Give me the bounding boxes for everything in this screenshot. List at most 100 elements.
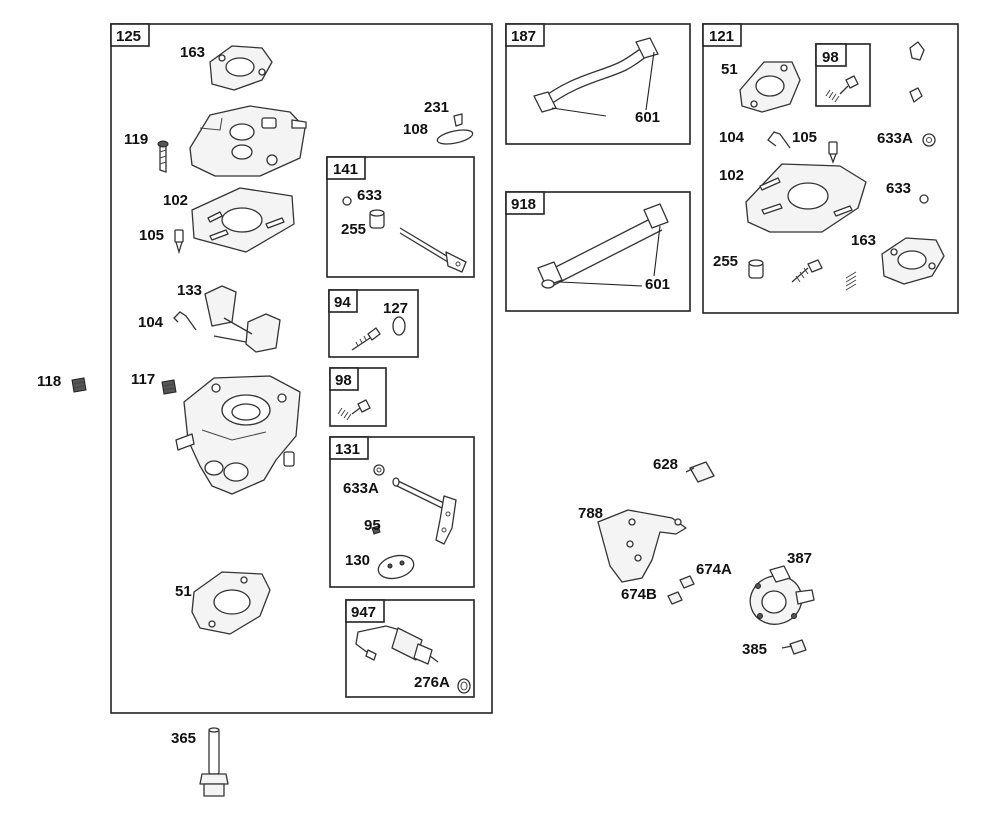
group-131-number: 131 — [335, 441, 360, 458]
label-633A-right: 633A — [877, 130, 913, 147]
label-163-right: 163 — [851, 232, 876, 249]
label-387: 387 — [787, 550, 812, 567]
label-628: 628 — [653, 456, 678, 473]
part-108-plate[interactable]: 108 — [403, 121, 474, 147]
part-spring-right[interactable] — [845, 271, 857, 291]
group-98-right-tag — [815, 43, 847, 67]
part-104-pin[interactable]: 104 — [138, 311, 197, 331]
label-231: 231 — [424, 99, 449, 116]
label-102-right: 102 — [719, 167, 744, 184]
group-187-frame — [505, 23, 691, 145]
group-187-tag — [505, 23, 545, 47]
label-674A: 674A — [696, 561, 732, 578]
group-98-left-number: 98 — [335, 372, 352, 389]
part-95-screw[interactable]: 95 — [364, 517, 381, 535]
group-98-right: 98 — [815, 43, 871, 107]
group-125-tag — [110, 23, 150, 47]
part-947-fuel-solenoid[interactable] — [355, 625, 439, 665]
group-131-frame — [329, 436, 475, 588]
group-131: 131 — [329, 436, 475, 588]
part-633-washer-right[interactable]: 633 — [886, 180, 929, 204]
part-276A-o-ring[interactable]: 276A — [414, 674, 471, 694]
part-104-pin-right[interactable]: 104 — [719, 129, 791, 149]
part-231-screw[interactable]: 231 — [424, 99, 463, 127]
part-98-screw-spring-left[interactable] — [337, 399, 371, 421]
part-918-fuel-line-straight[interactable]: 601 — [537, 203, 670, 293]
group-94-frame — [328, 289, 419, 358]
label-127: 127 — [383, 300, 408, 317]
part-105-needle-right[interactable]: 105 — [792, 129, 838, 164]
part-94-mixture-screw[interactable] — [351, 327, 381, 351]
part-633-washer-141[interactable]: 633 — [342, 187, 382, 206]
part-628-bolt[interactable]: 628 — [653, 456, 715, 483]
label-601-918: 601 — [645, 276, 670, 293]
part-clip-upper-right[interactable] — [909, 41, 925, 103]
label-133: 133 — [177, 282, 202, 299]
group-141-number: 141 — [333, 161, 358, 178]
group-141-tag — [326, 156, 366, 180]
group-131-tag — [329, 436, 369, 460]
group-918-number: 918 — [511, 196, 536, 213]
part-51-gasket-left[interactable]: 51 — [175, 571, 271, 635]
group-121: 121 — [702, 23, 959, 314]
group-125-number: 125 — [116, 28, 141, 45]
part-365-bolt[interactable]: 365 — [171, 727, 229, 797]
part-133-float[interactable]: 133 — [177, 282, 281, 353]
group-141: 141 — [326, 156, 475, 278]
part-choke-shaft-131[interactable] — [392, 477, 457, 545]
label-108: 108 — [403, 121, 428, 138]
part-105-needle[interactable]: 105 — [139, 227, 184, 255]
part-255-bushing-141[interactable]: 255 — [341, 209, 385, 238]
label-633-right: 633 — [886, 180, 911, 197]
group-187: 187 — [505, 23, 691, 145]
group-94-tag — [328, 289, 358, 313]
part-674B-screw[interactable]: 674B — [621, 586, 683, 605]
group-125-frame — [110, 23, 493, 714]
group-121-number: 121 — [709, 28, 734, 45]
group-98-left-tag — [329, 367, 359, 391]
part-633A-washer-131[interactable]: 633A — [343, 464, 385, 497]
part-102-gasket-right[interactable]: 102 — [719, 163, 867, 233]
part-163-gasket-top[interactable]: 163 — [180, 44, 273, 91]
part-51-gasket-right[interactable]: 51 — [721, 61, 801, 113]
part-674A-screw[interactable]: 674A — [679, 561, 732, 589]
part-throttle-shaft-141[interactable] — [399, 227, 467, 273]
group-125: 125 — [110, 23, 493, 714]
part-255-bushing-right[interactable]: 255 — [713, 253, 764, 279]
label-385: 385 — [742, 641, 767, 658]
label-51-right: 51 — [721, 61, 738, 78]
label-118: 118 — [37, 373, 61, 390]
group-918-frame — [505, 191, 691, 312]
group-947: 947 — [345, 599, 475, 698]
part-387-fuel-pump[interactable]: 387 — [743, 550, 815, 631]
part-130-choke-plate[interactable]: 130 — [345, 552, 416, 582]
part-118-plug[interactable]: 118 — [37, 373, 87, 393]
label-788: 788 — [578, 505, 603, 522]
part-98-screw-spring-right[interactable] — [825, 75, 859, 103]
label-104-right: 104 — [719, 129, 745, 146]
label-365: 365 — [171, 730, 196, 747]
part-788-bracket[interactable]: 788 — [578, 505, 687, 583]
label-104-left: 104 — [138, 314, 164, 331]
part-carburetor-lower-body[interactable] — [175, 375, 301, 495]
group-121-frame — [702, 23, 959, 314]
group-918-tag — [505, 191, 545, 215]
part-187-fuel-line-curved[interactable]: 601 — [533, 37, 660, 126]
part-633A-washer-right[interactable]: 633A — [877, 130, 936, 147]
label-117: 117 — [131, 371, 155, 388]
part-102-gasket[interactable]: 102 — [163, 187, 295, 253]
label-674B: 674B — [621, 586, 657, 603]
group-98-left: 98 — [329, 367, 387, 427]
part-163-gasket-right[interactable]: 163 — [851, 232, 945, 285]
group-947-frame — [345, 599, 475, 698]
part-127-o-ring[interactable]: 127 — [383, 300, 408, 336]
label-276A: 276A — [414, 674, 450, 691]
part-mixture-screw-right[interactable] — [791, 259, 823, 283]
part-385-screw[interactable]: 385 — [742, 639, 807, 658]
part-119-screw[interactable]: 119 — [124, 131, 169, 173]
group-141-frame — [326, 156, 475, 278]
label-130: 130 — [345, 552, 370, 569]
part-carburetor-upper-body[interactable] — [189, 105, 307, 177]
part-117-plug[interactable]: 117 — [131, 371, 177, 395]
